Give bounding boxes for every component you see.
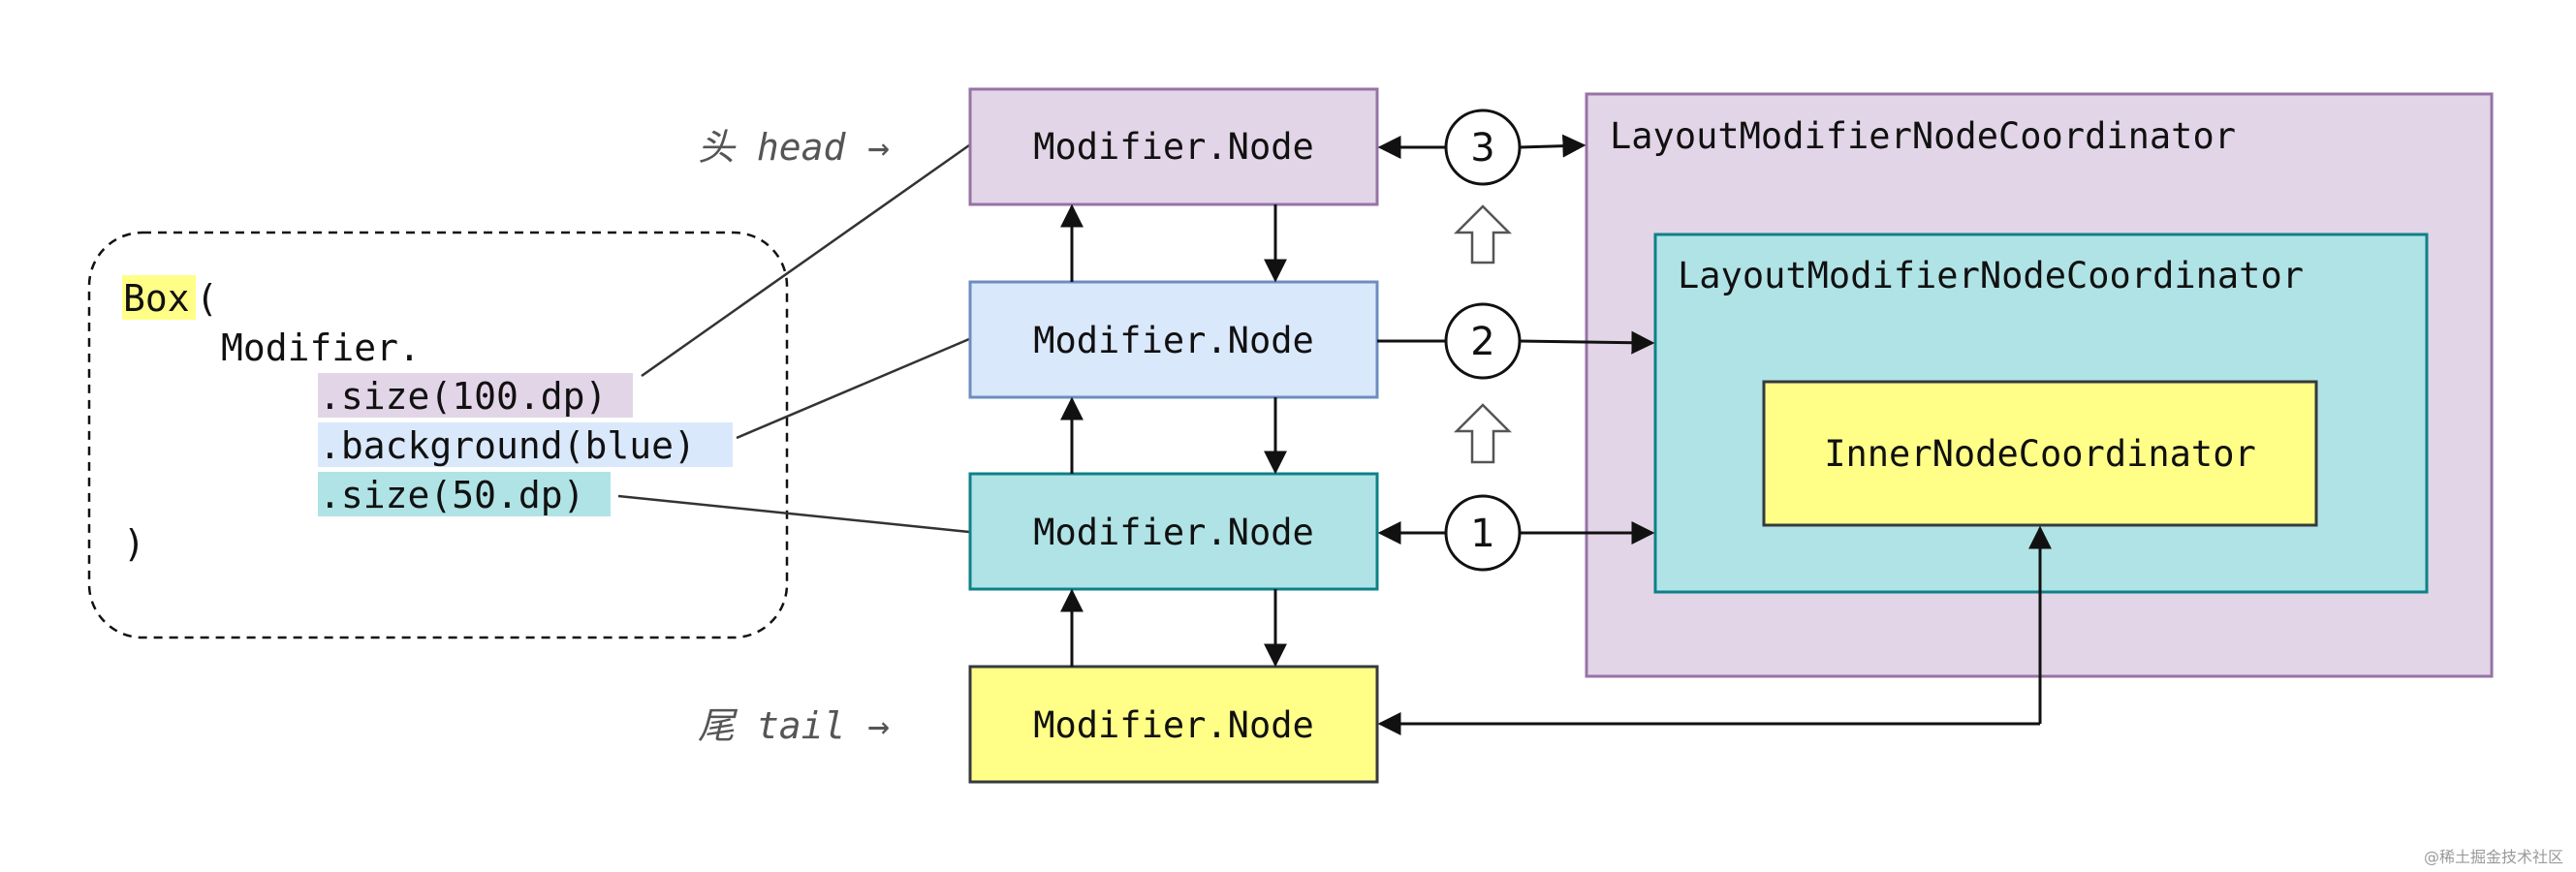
node-4-label: Modifier.Node (1033, 704, 1314, 746)
node-1-box (968, 87, 1379, 206)
node-3-box (968, 472, 1379, 591)
node-4-box (968, 665, 1379, 784)
line1-highlight (318, 373, 633, 418)
node-3: Modifier.Node (968, 472, 1379, 591)
chain-arrows (1060, 203, 1287, 668)
middle-coordinator-label: LayoutModifierNodeCoordinator (1678, 255, 2304, 296)
marker-connections (1377, 134, 2052, 735)
connector-size-50 (617, 494, 970, 534)
node-2-label: Modifier.Node (1033, 320, 1314, 361)
code-close-paren: ) (123, 522, 145, 565)
watermark: @稀土掘金技术社区 (2424, 848, 2563, 866)
marker-3-circle (1444, 109, 1522, 186)
code-block: Box ( Modifier. .size(100.dp) .backgroun… (87, 231, 789, 639)
marker-3: 3 (1444, 109, 1522, 186)
code-block-dashed-border (87, 231, 789, 639)
inner-coordinator-box (1762, 380, 2318, 527)
hollow-up-arrow-upper (1453, 204, 1513, 265)
code-open-paren: ( (196, 277, 218, 320)
line3-highlight (318, 472, 611, 516)
hollow-up-arrows (1453, 204, 1513, 464)
head-label: 头 head → (698, 126, 890, 169)
marker-1-label: 1 (1470, 512, 1494, 556)
box-highlight (122, 275, 196, 320)
marker-2: 2 (1444, 302, 1522, 380)
code-box: Box (123, 277, 190, 320)
code-modifier: Modifier. (221, 327, 421, 369)
node-1: Modifier.Node (968, 87, 1379, 206)
marker-1: 1 (1444, 494, 1522, 572)
node-1-label: Modifier.Node (1033, 126, 1314, 168)
inner-coordinator: InnerNodeCoordinator (1762, 380, 2318, 527)
code-line-size-50: .size(50.dp) (319, 474, 585, 516)
connector-background (736, 337, 970, 440)
hollow-up-arrow-lower (1453, 403, 1513, 464)
tail-label: 尾 tail → (698, 704, 890, 747)
line2-highlight (318, 422, 733, 467)
node-3-label: Modifier.Node (1033, 512, 1314, 553)
link-marker2-middle (1519, 330, 1655, 355)
link-marker3-outer (1519, 134, 1586, 158)
inner-coordinator-label: InnerNodeCoordinator (1824, 433, 2256, 475)
node-4: Modifier.Node (968, 665, 1379, 784)
marker-2-circle (1444, 302, 1522, 380)
marker-1-circle (1444, 494, 1522, 572)
code-line-background: .background(blue) (319, 424, 696, 467)
marker-2-label: 2 (1470, 320, 1494, 364)
connector-size-100 (641, 143, 970, 378)
outer-coordinator-label: LayoutModifierNodeCoordinator (1610, 115, 2236, 157)
node-2-box (968, 280, 1379, 399)
code-connectors (617, 143, 970, 534)
node-2: Modifier.Node (968, 280, 1379, 399)
code-line-size-100: .size(100.dp) (319, 375, 607, 418)
marker-3-label: 3 (1470, 126, 1494, 171)
